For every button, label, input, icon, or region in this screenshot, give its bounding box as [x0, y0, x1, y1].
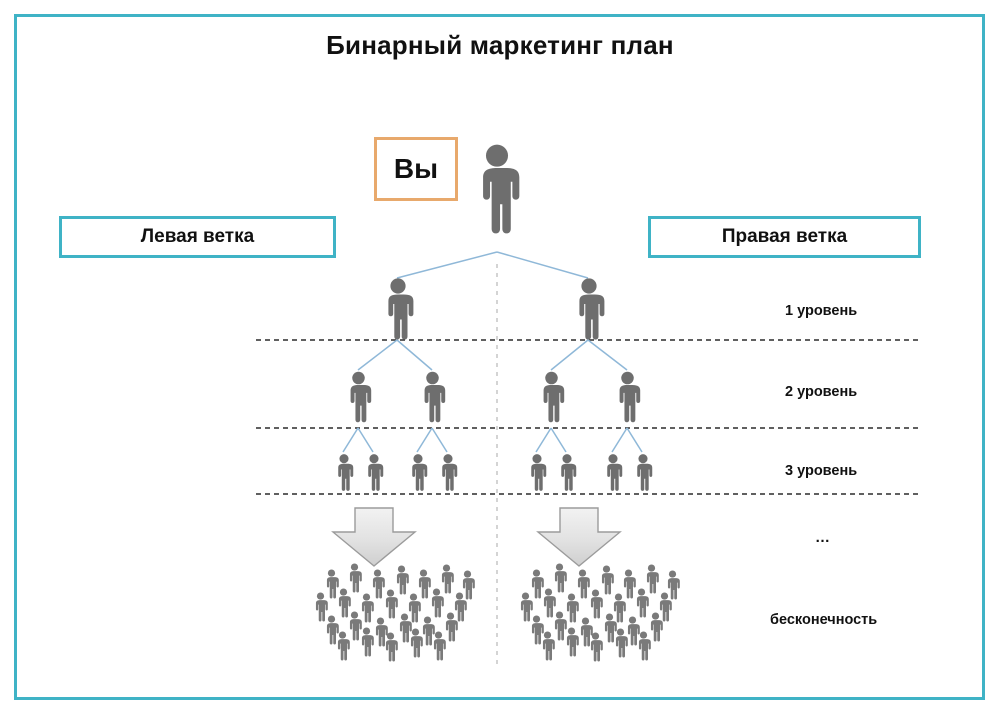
right-branch-box: Правая ветка: [648, 216, 921, 258]
you-label: Вы: [393, 153, 439, 184]
level-infinity-label: бесконечность: [770, 612, 878, 628]
you-box: Вы: [374, 137, 458, 201]
page-title: Бинарный маркетинг план: [326, 30, 674, 60]
level-3-label: 3 уровень: [785, 463, 858, 479]
level-1-label: 1 уровень: [785, 303, 858, 319]
level-ellipsis-label: …: [815, 529, 831, 546]
page-frame: [14, 14, 985, 700]
right-branch-label: Правая ветка: [721, 226, 848, 247]
left-branch-box: Левая ветка: [59, 216, 336, 258]
level-2-label: 2 уровень: [785, 384, 858, 400]
left-branch-label: Левая ветка: [140, 226, 255, 247]
